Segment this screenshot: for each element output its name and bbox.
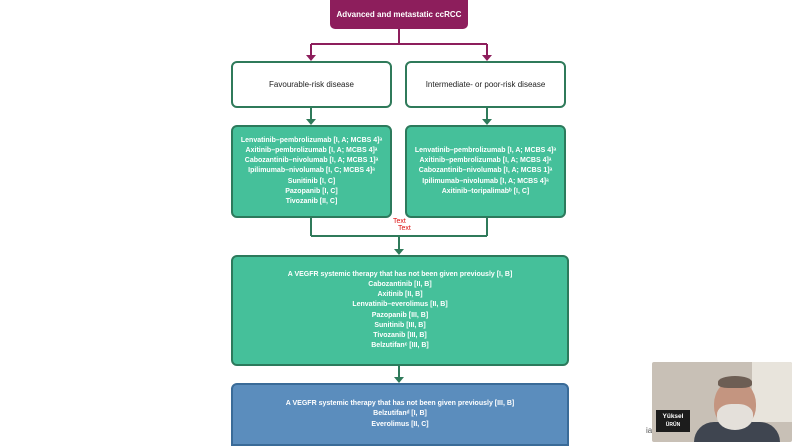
treatment-option: Lenvatinib–pembrolizumab [I, A; MCBS 4]ᵃ [240,136,383,144]
treatment-option: Cabozantinib–nivolumab [I, A; MCBS 1]ᵃ [244,157,379,165]
third-line-node: A VEGFR systemic therapy that has not be… [231,383,569,446]
speaker-first-name: Yüksel [662,413,684,420]
treatment-option: Axitinib–pembrolizumab [I, A; MCBS 4]ᵃ [245,146,378,154]
annotation-marker: Text Text [393,218,411,232]
treatment-option: Axitinib–toripalimabᵇ [I, C] [441,187,530,195]
treatment-option: Ipilimumab–nivolumab [I, C; MCBS 4]ᵃ [248,167,375,175]
speaker-video: Yüksel ÜRÜN [652,362,792,442]
treatment-option: Lenvatinib–pembrolizumab [I, A; MCBS 4]ᵃ [414,146,557,154]
treatment-option: Sunitinib [III, B] [374,321,426,329]
background-window [752,362,792,422]
second-line-node: A VEGFR systemic therapy that has not be… [231,255,569,366]
speaker-name-tag: Yüksel ÜRÜN [656,410,690,432]
speaker-last-name: ÜRÜN [665,422,681,428]
treatment-option: Ipilimumab–nivolumab [I, A; MCBS 4]ᵃ [422,177,549,185]
treatment-option: Cabozantinib–nivolumab [I, A; MCBS 1]ᵃ [418,167,553,175]
favourable-risk-node: Favourable-risk disease [231,61,392,108]
treatment-option: Pazopanib [III, B] [371,311,429,319]
speaker-shirt [694,422,780,442]
favourable-treatments-node: Lenvatinib–pembrolizumab [I, A; MCBS 4]ᵃ… [231,125,392,218]
favourable-risk-label: Favourable-risk disease [269,80,354,89]
treatment-option: Cabozantinib [II, B] [368,280,432,288]
treatment-option: Sunitinib [I, C] [287,177,336,185]
speaker-hair [718,376,752,388]
treatment-option: Tivozanib [III, B] [373,331,427,339]
treatment-option: Axitinib [II, B] [377,291,423,299]
annotation-text: Text [398,225,411,232]
treatment-option: Axitinib–pembrolizumab [I, A; MCBS 4]ᵃ [419,157,552,165]
intermediate-risk-label: Intermediate- or poor-risk disease [425,80,546,89]
root-node-label: Advanced and metastatic ccRCC [336,10,462,19]
annotation-text: Text [393,218,406,225]
root-node: Advanced and metastatic ccRCC [330,0,468,29]
treatment-option: Everolimus [II, C] [371,420,429,428]
speaker-beard [717,404,753,430]
treatment-option: Tivozanib [II, C] [285,198,338,205]
treatment-option: A VEGFR systemic therapy that has not be… [287,270,513,278]
treatment-option: Belzutifanᶜ [III, B] [371,342,429,350]
treatment-option: Lenvatinib–everolimus [II, B] [352,301,448,309]
intermediate-treatments-node: Lenvatinib–pembrolizumab [I, A; MCBS 4]ᵃ… [405,125,566,218]
treatment-option: A VEGFR systemic therapy that has not be… [285,399,515,407]
intermediate-risk-node: Intermediate- or poor-risk disease [405,61,566,108]
treatment-option: Belzutifanᵈ [I, B] [373,410,427,418]
edge-text: ia [646,426,653,435]
treatment-option: Pazopanib [I, C] [285,187,338,195]
